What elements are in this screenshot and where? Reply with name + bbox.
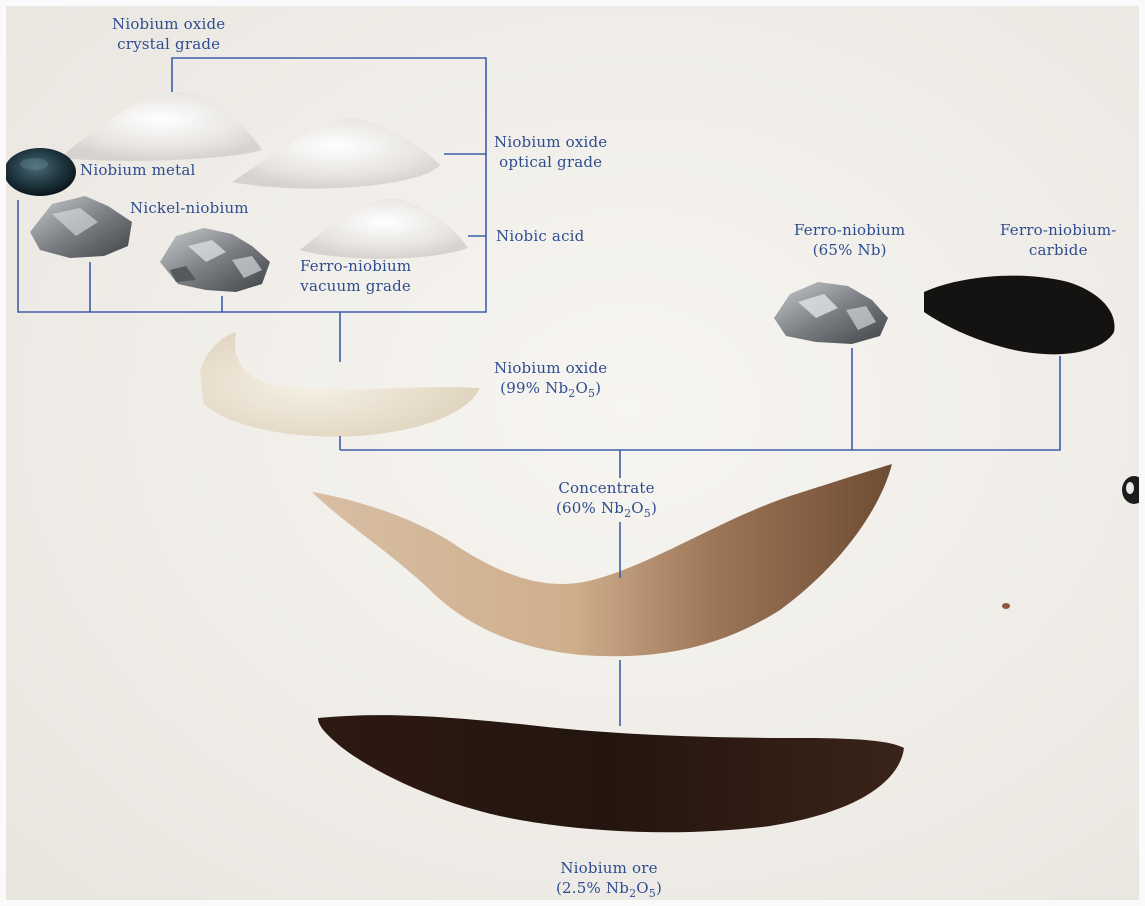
label-text: Niobium metal bbox=[80, 160, 195, 180]
label-niobium-oxide-99: Niobium oxide (99% Nb2O5) bbox=[494, 358, 607, 398]
label-text: Nickel-niobium bbox=[130, 198, 249, 218]
label-text: Ferro-niobium bbox=[300, 256, 411, 276]
label-ferro-niobium-65: Ferro-niobium (65% Nb) bbox=[794, 220, 905, 260]
label-text: Niobic acid bbox=[496, 226, 584, 246]
label-ferro-niobium-carbide: Ferro-niobium- carbide bbox=[1000, 220, 1117, 260]
label-nickel-niobium: Nickel-niobium bbox=[130, 198, 249, 218]
label-niobium-metal: Niobium metal bbox=[80, 160, 195, 180]
label-text: Concentrate bbox=[556, 478, 657, 498]
main-bus-line bbox=[340, 356, 1060, 450]
label-formula: (99% Nb2O5) bbox=[494, 378, 607, 398]
top-bracket-line bbox=[18, 58, 486, 312]
label-ferro-niobium-vacuum-grade: Ferro-niobium vacuum grade bbox=[300, 256, 411, 296]
label-concentrate-60: Concentrate (60% Nb2O5) bbox=[556, 478, 657, 518]
label-text: Niobium ore bbox=[556, 858, 662, 878]
label-text: crystal grade bbox=[112, 34, 225, 54]
label-formula: (60% Nb2O5) bbox=[556, 498, 657, 518]
label-text: (65% Nb) bbox=[794, 240, 905, 260]
label-niobium-ore: Niobium ore (2.5% Nb2O5) bbox=[556, 858, 662, 898]
label-text: Niobium oxide bbox=[494, 358, 607, 378]
label-text: Ferro-niobium bbox=[794, 220, 905, 240]
label-niobic-acid: Niobic acid bbox=[496, 226, 584, 246]
label-text: carbide bbox=[1000, 240, 1117, 260]
label-text: vacuum grade bbox=[300, 276, 411, 296]
label-text: Niobium oxide bbox=[494, 132, 607, 152]
label-text: Ferro-niobium- bbox=[1000, 220, 1117, 240]
label-formula: (2.5% Nb2O5) bbox=[556, 878, 662, 898]
label-niobium-oxide-crystal-grade: Niobium oxide crystal grade bbox=[112, 14, 225, 54]
label-text: Niobium oxide bbox=[112, 14, 225, 34]
label-text: optical grade bbox=[494, 152, 607, 172]
label-niobium-oxide-optical-grade: Niobium oxide optical grade bbox=[494, 132, 607, 172]
